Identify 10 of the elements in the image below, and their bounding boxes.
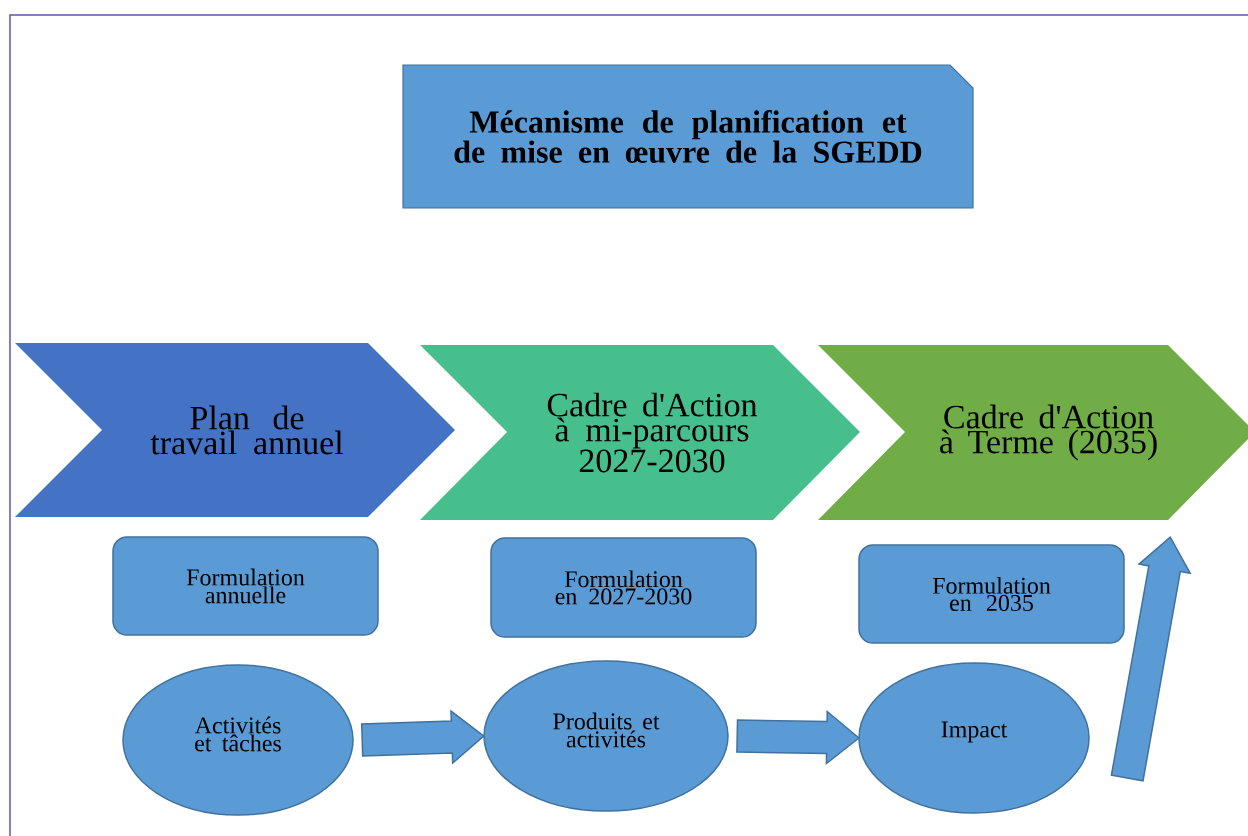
block-arrow	[360, 709, 485, 765]
rounded-box: Formulation annuelle	[112, 536, 379, 636]
title-box: Mécanisme de planification et de mise en œuvre de la SGEDD	[402, 64, 974, 209]
block-arrow	[1110, 536, 1192, 782]
rounded-box: Formulation en 2027-2030	[490, 537, 757, 638]
block-arrow	[736, 709, 860, 766]
rounded-box: Formulation en 2035	[858, 544, 1125, 644]
process-step: Plan de travail annuel	[15, 343, 455, 517]
process-step: Cadre d'Action à Terme (2035)	[818, 345, 1248, 520]
process-step: Cadre d'Action à mi-parcours 2027-2030	[420, 345, 860, 520]
